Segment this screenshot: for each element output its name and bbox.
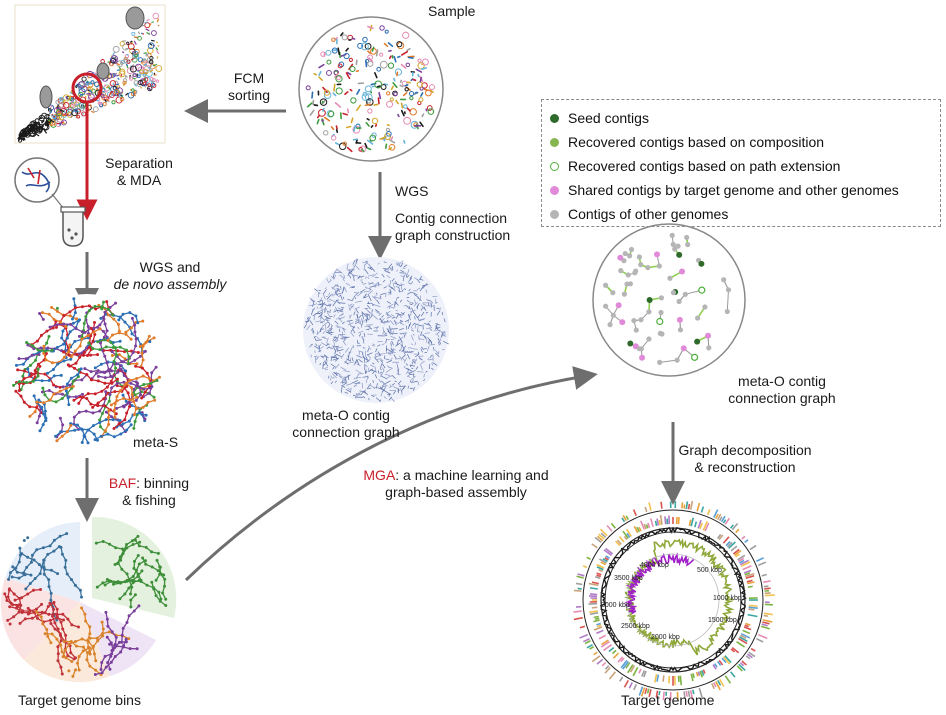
target-genome-bins-label: Target genome bins (18, 692, 141, 708)
genome-tick-1500: 1500 kbp (708, 617, 737, 624)
contig-construction-label: Contig connection graph construction (395, 210, 510, 244)
legend-label: Recovered contigs based on path extensio… (568, 158, 841, 174)
legend-dot-icon (550, 138, 559, 147)
contig-line2: graph construction (395, 227, 511, 243)
meta-s-label: meta-S (133, 434, 179, 450)
meta-o-dense-graph (303, 257, 449, 403)
legend-dot-icon (550, 210, 559, 219)
fcm-gate-top (125, 6, 145, 30)
baf-rest-line1: : binning (136, 475, 190, 491)
graph-decomp-line2: & reconstruction (694, 459, 796, 475)
mga-rest-line1: : a machine learning and (395, 467, 549, 483)
legend-label: Recovered contigs based on composition (568, 134, 825, 150)
legend-label: Seed contigs (568, 110, 649, 126)
fcm-sorting-label: FCM sorting (218, 70, 280, 104)
wgs-denovo-label: WGS and de novo assembly (100, 259, 240, 293)
mga-curved-arrow (184, 366, 598, 582)
legend-dot-icon (550, 186, 559, 195)
genome-tick-2500: 2500 kbp (621, 623, 650, 630)
meta-o-right-graph (592, 223, 746, 377)
legend-item: Contigs of other genomes (550, 206, 728, 223)
target-genome-label: Target genome (621, 692, 715, 708)
wgs-and-line1: WGS and (139, 259, 201, 275)
legend-label: Contigs of other genomes (568, 206, 729, 222)
legend-dot-icon (550, 114, 559, 123)
mda-tube-icon (14, 157, 86, 247)
legend-item: Recovered contigs based on path extensio… (550, 158, 840, 175)
fcm-gate-low (39, 85, 53, 109)
wgs-and-line2: de novo assembly (113, 276, 227, 292)
fcm-line2: sorting (227, 87, 271, 103)
meta-o-right-label: meta-O contig connection graph (712, 373, 852, 407)
wgs-label: WGS (395, 183, 429, 199)
mga-rest-line2: graph-based assembly (385, 484, 527, 500)
separation-mda-label: Separation & MDA (99, 155, 179, 189)
meta-o-mid-line1: meta-O contig (302, 407, 390, 423)
mga-acronym: MGA (363, 467, 396, 483)
separation-line1: Separation (105, 155, 173, 171)
contig-line1: Contig connection (395, 210, 508, 226)
fcm-line1: FCM (233, 70, 265, 86)
legend-item: Shared contigs by target genome and othe… (550, 182, 899, 199)
legend-item: Recovered contigs based on composition (550, 134, 824, 151)
genome-tick-4000: 4000 kbp (640, 562, 669, 569)
baf-acronym: BAF (108, 475, 137, 491)
graph-decomposition-label: Graph decomposition & reconstruction (675, 442, 815, 476)
legend-dot-icon (550, 162, 559, 171)
genome-tick-3500: 3500 kbp (614, 575, 643, 582)
baf-label: BAF: binning & fishing (94, 475, 204, 509)
genome-tick-3000: 3000 kbp (601, 602, 630, 609)
sample-circle (298, 16, 444, 162)
meta-s-graph (9, 294, 165, 450)
legend-item: Seed contigs (550, 110, 649, 127)
baf-rest-line2: & fishing (122, 492, 176, 508)
genome-tick-500: 500 kbp (697, 567, 722, 574)
target-genome-bins-pie (0, 516, 177, 683)
fcm-panel (14, 4, 166, 144)
graph-decomp-line1: Graph decomposition (678, 442, 812, 458)
legend-label: Shared contigs by target genome and othe… (568, 182, 899, 198)
genome-tick-1000: 1000 kbp (713, 595, 742, 602)
target-genome-map (573, 500, 775, 701)
sample-label: Sample (428, 3, 476, 19)
meta-o-right-line1: meta-O contig (738, 373, 826, 389)
meta-o-mid-label: meta-O contig connection graph (276, 407, 416, 441)
genome-tick-2000: 2000 kbp (651, 634, 680, 641)
fcm-cell-cloud (17, 12, 163, 143)
mga-label: MGA: a machine learning and graph-based … (356, 467, 556, 501)
meta-o-mid-line2: connection graph (292, 424, 400, 440)
meta-o-right-line2: connection graph (728, 390, 836, 406)
separation-line2: & MDA (116, 172, 162, 188)
fcm-gate-mid (96, 62, 110, 80)
